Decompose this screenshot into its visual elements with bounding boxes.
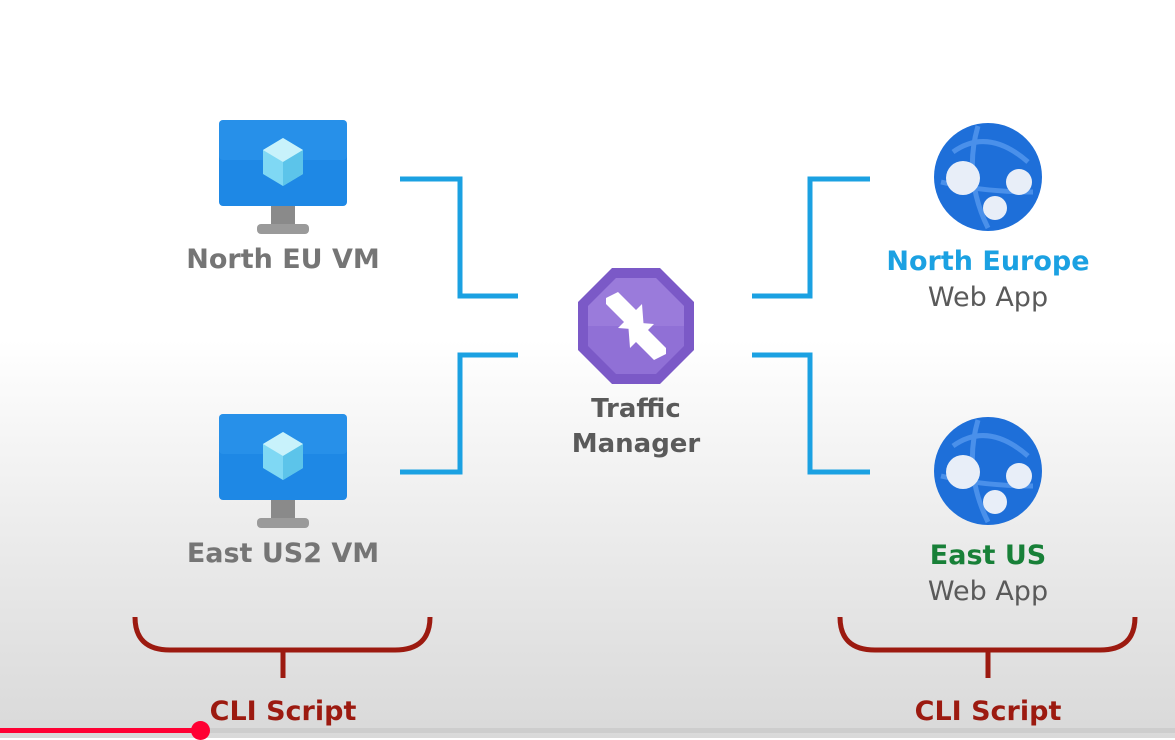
- service-type-web-app: Web App: [927, 282, 1049, 313]
- video-progress-bar[interactable]: [0, 721, 1175, 740]
- web-app-globe-icon: [933, 122, 1043, 232]
- web-app-globe-icon: [933, 416, 1043, 526]
- service-type-web-app: Web App: [927, 576, 1049, 607]
- progress-scrubber-handle[interactable]: [190, 721, 210, 740]
- connector-east-us2-vm: [400, 352, 518, 475]
- progress-track: [0, 728, 1175, 733]
- traffic-manager-label: Traffic Manager: [536, 392, 736, 462]
- node-label-east-us: East US Web App: [838, 538, 1138, 610]
- connector-north-eu-vm: [400, 176, 518, 299]
- node-label-east-us2-vm: East US2 VM: [186, 538, 380, 569]
- brace-label-cli-script-left: CLI Script: [209, 696, 357, 727]
- region-name-east-us: East US: [929, 540, 1047, 571]
- traffic-manager-icon: [576, 266, 696, 386]
- region-name-north-europe: North Europe: [886, 246, 1090, 277]
- connector-north-europe-app: [752, 176, 870, 299]
- progress-fill: [0, 728, 200, 733]
- connector-east-us-app: [752, 352, 870, 475]
- traffic-manager-label-line2: Manager: [571, 429, 701, 459]
- traffic-manager-label-line1: Traffic: [591, 394, 681, 424]
- brace-left: [132, 616, 433, 678]
- vm-monitor-icon: [219, 414, 347, 532]
- brace-right: [837, 616, 1138, 678]
- vm-monitor-icon: [219, 120, 347, 238]
- brace-label-cli-script-right: CLI Script: [914, 696, 1062, 727]
- node-label-north-europe: North Europe Web App: [838, 244, 1138, 316]
- node-label-north-eu-vm: North EU VM: [186, 244, 380, 275]
